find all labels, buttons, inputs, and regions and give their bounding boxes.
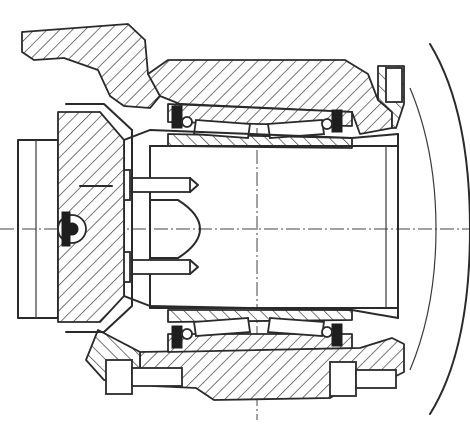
upper-seal-ring-right [321, 118, 333, 130]
upper-flange-bolt [385, 67, 403, 103]
lower-clamp-bolts [105, 67, 403, 397]
lower-seal-ring-right [321, 326, 333, 338]
retainer-clip [61, 211, 71, 247]
brake-assembly [17, 103, 133, 333]
upper-roller-left [192, 119, 252, 139]
lower-seal-ring-left [181, 328, 193, 340]
bearing-upper [167, 103, 353, 149]
hub-stud-bolts [111, 169, 201, 283]
rim-outer-contour [429, 43, 470, 415]
clamp-bolt-left-shank [131, 367, 183, 387]
bearing-lower-inner-race [167, 309, 353, 323]
hub-spindle [123, 129, 399, 319]
upper-roller-right [266, 119, 326, 139]
bearing-lower [167, 309, 353, 353]
brake-drum-wall [65, 103, 133, 333]
wheel-rim-right [409, 43, 470, 415]
upper-seal-ring-left [181, 116, 193, 128]
clamp-bolt-right-shank [355, 369, 397, 389]
housing-upper [21, 23, 405, 135]
lower-seal-right [331, 323, 343, 347]
spindle-outline [123, 129, 399, 319]
brake-backing-plate [57, 111, 125, 323]
hub-center-boss [149, 199, 201, 259]
stud-bolt-upper-tip [189, 177, 199, 193]
rim-inner-contour [409, 87, 437, 371]
lower-roller-left [192, 317, 252, 337]
clamp-bolt-left-head [105, 359, 133, 395]
upper-seal-left [171, 105, 183, 129]
lower-seal-left [171, 325, 183, 349]
clamp-bolt-right-head [329, 361, 357, 397]
stud-bolt-lower-tip [189, 259, 199, 275]
lower-roller-right [266, 317, 326, 337]
upper-seal-right [331, 109, 343, 133]
knuckle-upper-arm [21, 23, 161, 109]
